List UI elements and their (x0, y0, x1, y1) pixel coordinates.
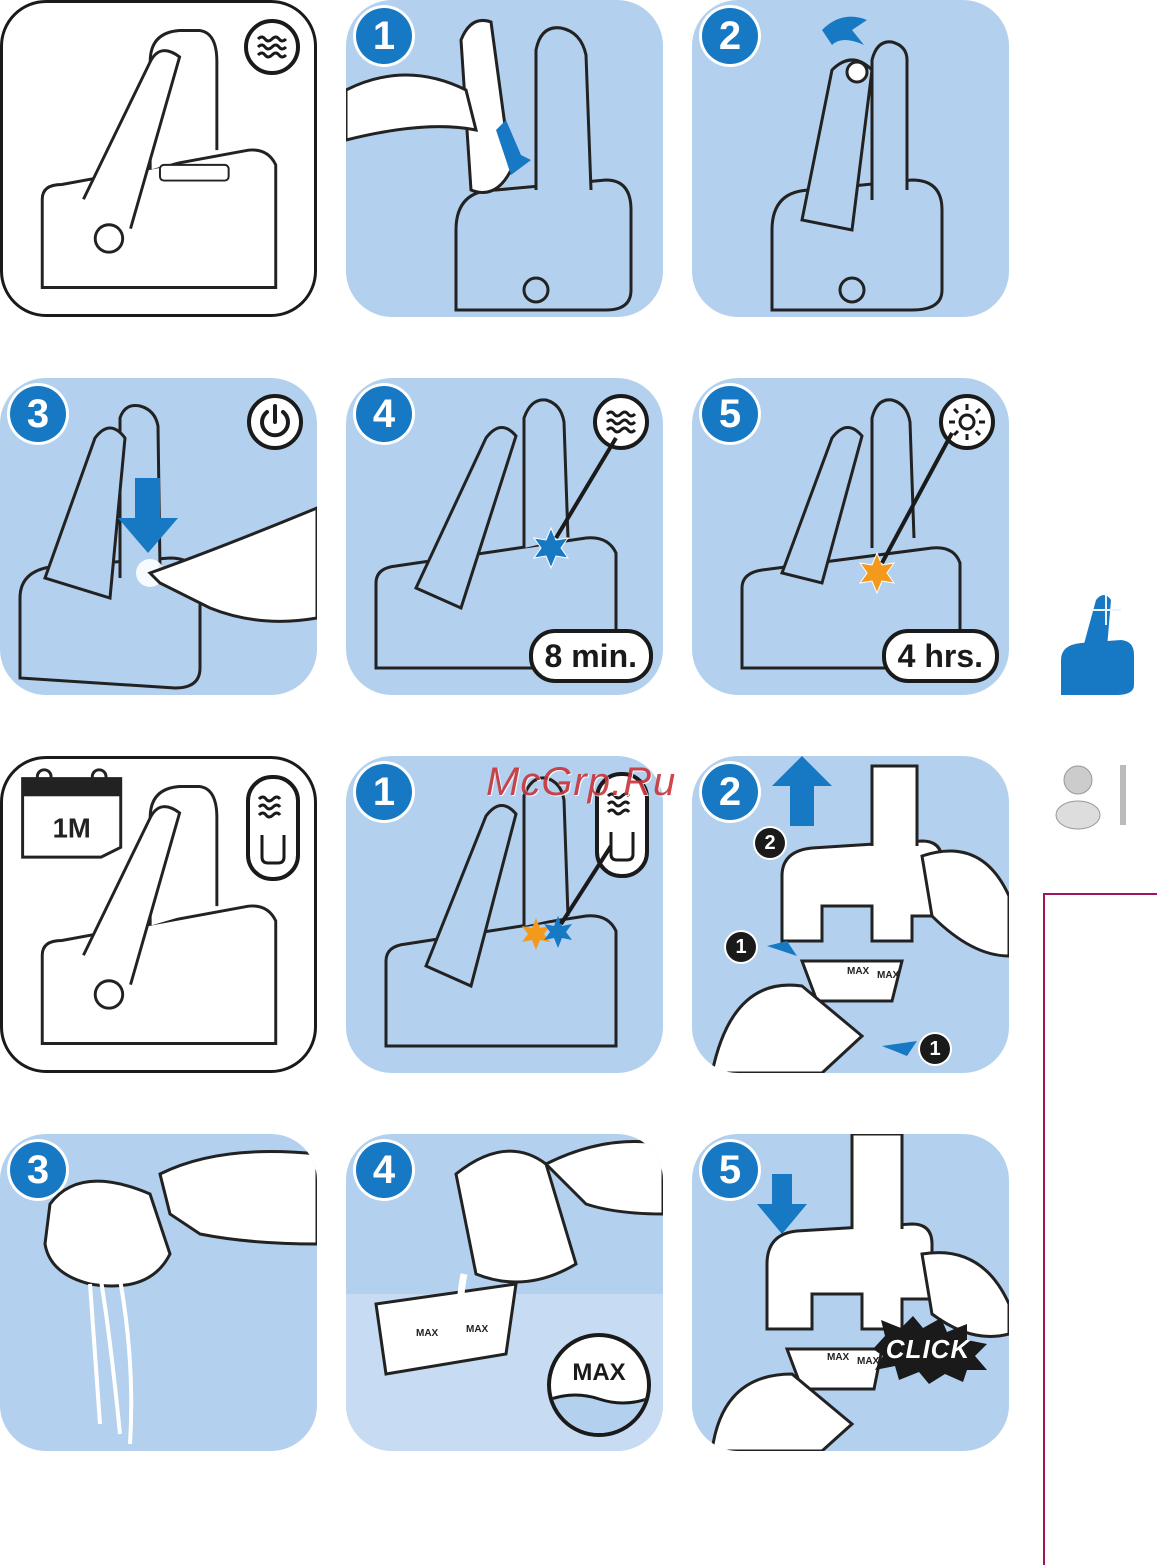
callout-number: 2 (755, 828, 785, 858)
water-waves-icon (244, 19, 300, 75)
cartridge-max-label: MAX (877, 970, 900, 981)
shaver-in-unit-thumbnail-icon (1056, 585, 1136, 700)
cleaning-accessories-icon (1050, 760, 1140, 835)
panel-step-5-dry: 5 4 hrs. (692, 378, 1009, 695)
empty-cartridge-illustration (0, 1134, 317, 1451)
insert-shaver-illustration (346, 0, 663, 317)
press-power-button-illustration (0, 378, 317, 695)
watermark: McGrp.Ru (486, 760, 676, 805)
cartridge-max-label: MAX (466, 1324, 489, 1335)
section-divider-vertical (1043, 893, 1045, 1565)
calendar-label: 1M (53, 812, 91, 843)
callout-number: 1 (726, 932, 756, 962)
panel-step-4-fill: 4 MAX MAX MAX (346, 1134, 663, 1451)
max-level-icon: MAX (547, 1333, 651, 1437)
panel-step-3-empty: 3 (0, 1134, 317, 1451)
panel-overview-cleaning (0, 0, 317, 317)
reinsert-cartridge-illustration: MAX MAX (692, 1134, 1009, 1451)
panel-monthly-replace: 1M (0, 756, 317, 1073)
click-label: CLICK (863, 1314, 993, 1384)
panel-step-4-clean: 4 8 min. (346, 378, 663, 695)
duration-badge: 4 hrs. (882, 629, 999, 683)
panel-step-1-insert: 1 (346, 0, 663, 317)
lock-shaver-illustration (692, 0, 1009, 317)
panel-step-3-power: 3 (0, 378, 317, 695)
cartridge-max-label: MAX (847, 966, 870, 977)
remove-cartridge-illustration: MAX MAX (692, 756, 1009, 1073)
cartridge-max-label: MAX (827, 1352, 850, 1363)
waves-and-cartridge-icon (246, 775, 300, 881)
callout-number: 1 (920, 1034, 950, 1064)
duration-badge: 8 min. (529, 629, 653, 683)
cartridge-max-label: MAX (416, 1328, 439, 1339)
panel-step-2-remove-cartridge: 2 MAX MAX 2 1 1 (692, 756, 1009, 1073)
panel-step-2-lock: 2 (692, 0, 1009, 317)
panel-step-5-reinsert: 5 MAX MAX CLICK (692, 1134, 1009, 1451)
section-divider (1043, 893, 1157, 895)
click-burst-icon: CLICK (863, 1314, 993, 1384)
